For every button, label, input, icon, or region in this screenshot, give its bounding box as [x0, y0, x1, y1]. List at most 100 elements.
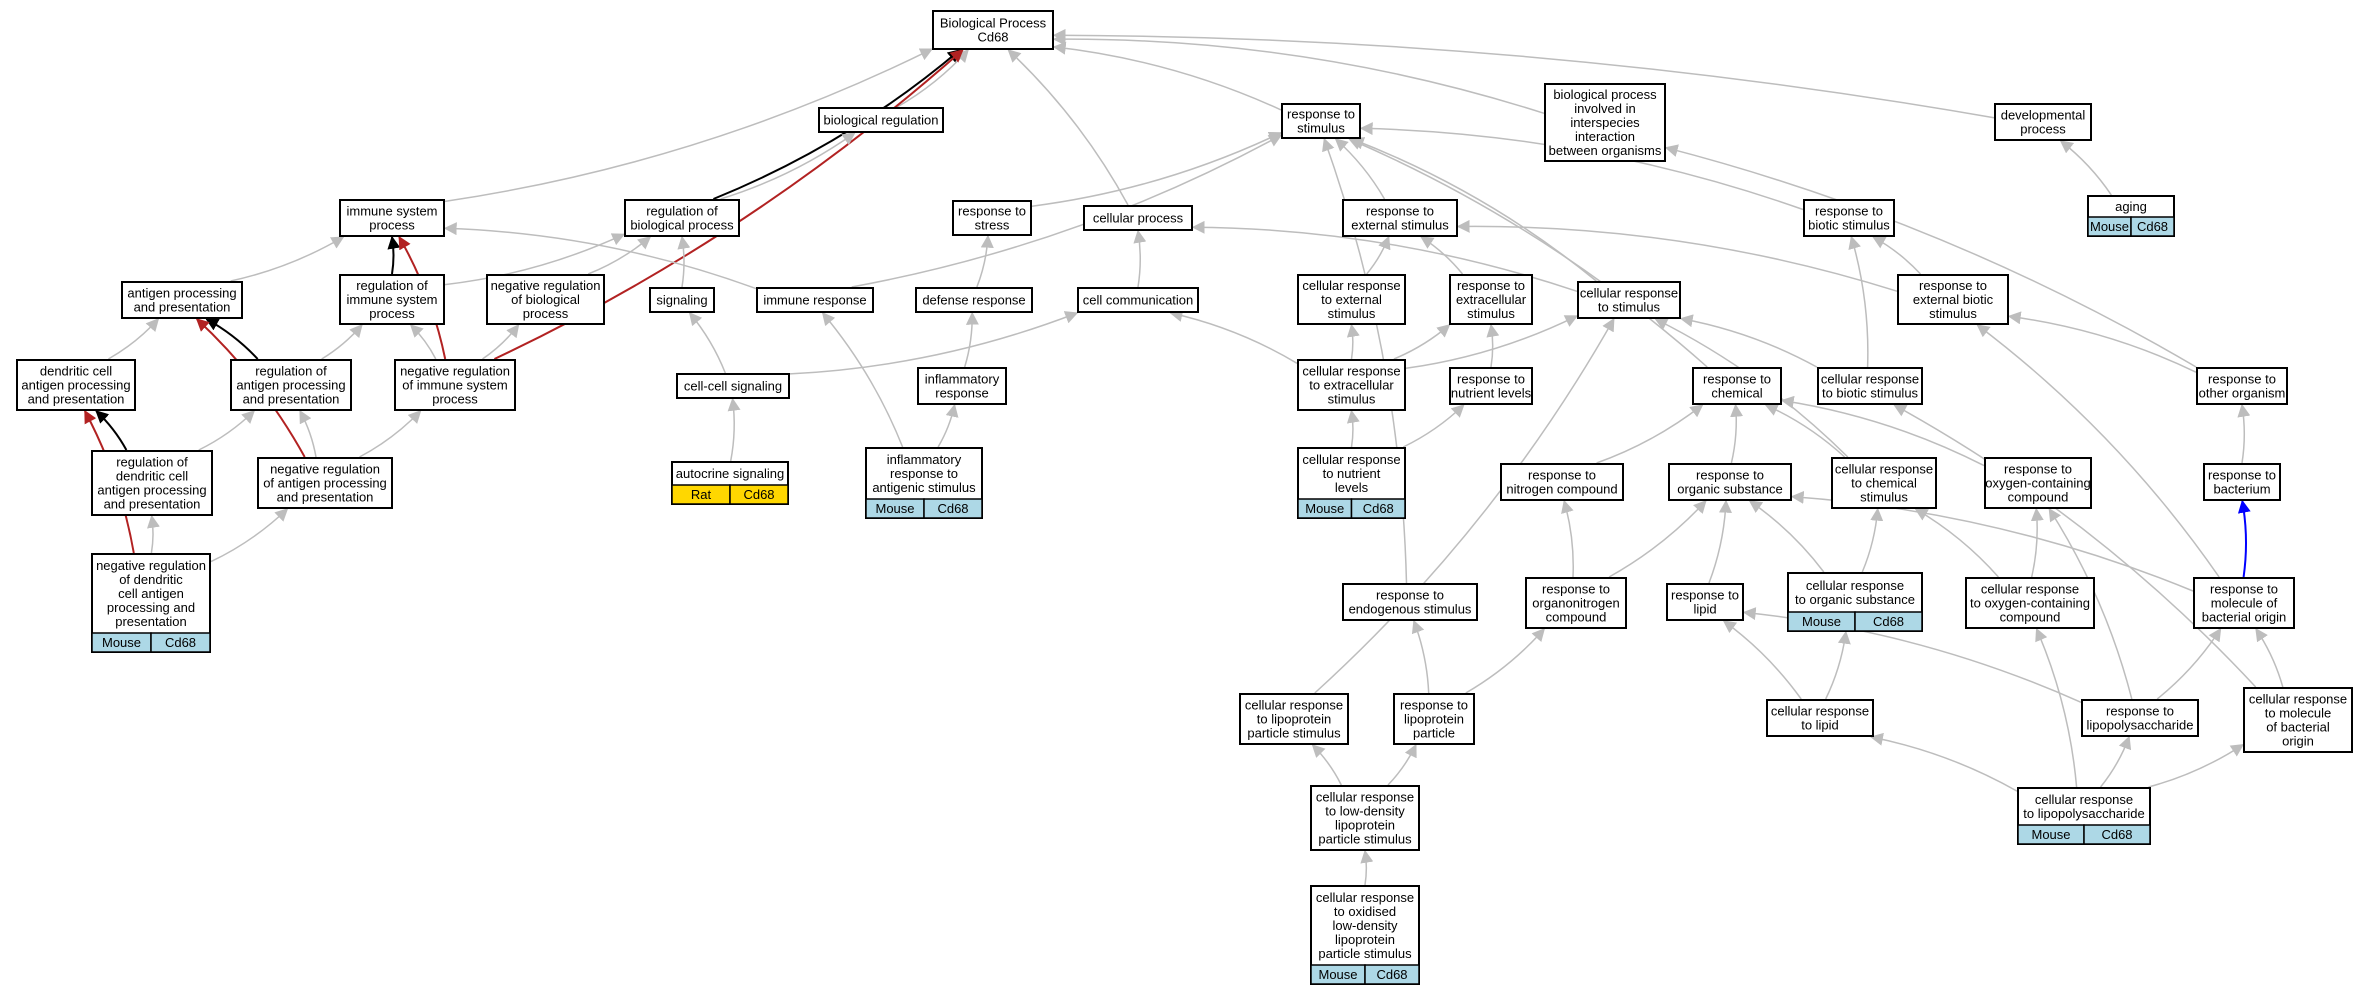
- go-term-node-cell_comm[interactable]: cell communication: [1077, 287, 1199, 313]
- node-label: aging: [2115, 199, 2147, 214]
- go-term-node-cc_signal[interactable]: cell-cell signaling: [676, 373, 790, 399]
- tag-label: Cd68: [1873, 614, 1904, 629]
- edge-cr_oxygen-to-resp_oxygen: [2030, 507, 2044, 578]
- node-label: cellular process: [1093, 211, 1184, 226]
- node-box: [1817, 367, 1923, 405]
- edge-immune_sys-to-root: [444, 48, 934, 203]
- edge-resp_chem-to-resp_stim: [1348, 137, 1708, 368]
- species-tag: Mouse: [2017, 824, 2085, 845]
- go-term-node-cell_proc[interactable]: cellular process: [1083, 205, 1193, 231]
- species-tag: Mouse: [1310, 964, 1366, 985]
- edge-cr_extracell-to-cr_stim: [1405, 315, 1579, 370]
- node-box: [121, 281, 243, 319]
- edge-signaling-to-reg_bio: [677, 235, 691, 288]
- node-box: [1803, 199, 1895, 237]
- go-term-node-signaling[interactable]: signaling: [649, 287, 715, 313]
- tag-label: Rat: [691, 487, 712, 502]
- edge-cell_proc-to-root: [1007, 49, 1129, 206]
- node-box: [1692, 367, 1782, 405]
- node-box: [1297, 274, 1406, 325]
- edge-cell_comm-to-cell_proc: [1133, 229, 1147, 288]
- edge-neg_reg_immune-to-reg_immune: [409, 324, 437, 360]
- node-box: [915, 287, 1033, 313]
- edge-cr_mol_bact-to-resp_mol_bact: [2255, 627, 2284, 688]
- node-box: [257, 457, 393, 509]
- go-term-node-defense[interactable]: defense response: [915, 287, 1033, 313]
- node-box: [2196, 367, 2288, 405]
- tag-label: Cd68: [165, 635, 196, 650]
- species-tag: Mouse: [1787, 611, 1856, 632]
- edge-cr_ext-to-resp_ext: [1366, 235, 1391, 275]
- node-box: [818, 107, 944, 133]
- edge-cr_organic-to-cr_chem: [1861, 507, 1884, 573]
- edge-cr_extracell-to-cr_ext: [1346, 323, 1360, 360]
- node-box: [649, 287, 715, 313]
- edge-resp_endo-to-resp_stim: [1322, 137, 1408, 584]
- node-box: [1281, 103, 1361, 139]
- go-term-node-bioreg[interactable]: biological regulation: [818, 107, 944, 133]
- go-term-node-immune_resp[interactable]: immune response: [756, 287, 874, 313]
- species-tag: Mouse: [2087, 216, 2132, 237]
- edge-resp_oxygen-to-resp_chem: [1780, 395, 1985, 467]
